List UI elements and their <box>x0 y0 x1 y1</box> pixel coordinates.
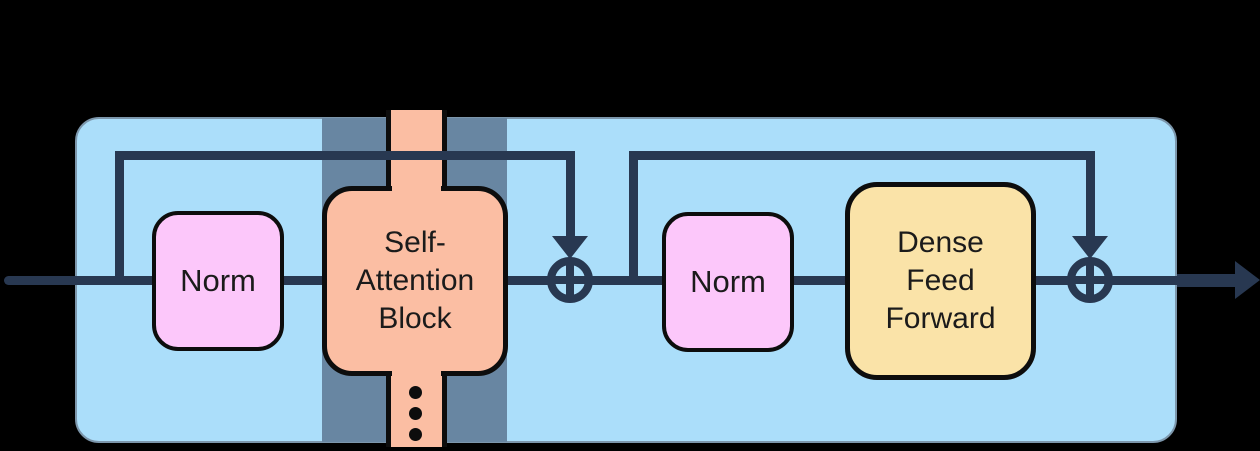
residual2-branch-line <box>629 151 638 281</box>
vertical-ellipsis-icon <box>409 428 422 441</box>
output-line <box>1177 274 1235 287</box>
self-attention-block: Self- Attention Block <box>322 186 508 376</box>
norm-block-1-label: Norm <box>180 263 256 298</box>
residual1-top-line <box>115 151 575 160</box>
arrow-down-icon <box>1072 236 1108 259</box>
residual2-drop-line <box>1086 151 1095 238</box>
residual2-top-line <box>629 151 1095 160</box>
strip-block-junction-top <box>392 184 441 194</box>
dense-feed-forward-label: Dense Feed Forward <box>885 226 996 335</box>
circle-plus-icon <box>547 257 593 303</box>
self-attention-block-label: Self- Attention Block <box>355 226 475 335</box>
arrow-down-icon <box>552 236 588 259</box>
circle-plus-icon <box>1067 257 1113 303</box>
norm-block-2: Norm <box>662 212 794 352</box>
dense-feed-forward-block: Dense Feed Forward <box>845 182 1036 380</box>
vertical-ellipsis-icon <box>409 386 422 399</box>
residual1-branch-line <box>115 151 124 281</box>
norm-block-1: Norm <box>152 211 284 351</box>
strip-block-junction-bottom <box>392 368 441 378</box>
arrow-right-icon <box>1235 261 1260 299</box>
vertical-ellipsis-icon <box>409 407 422 420</box>
norm-block-2-label: Norm <box>690 264 766 299</box>
residual1-drop-line <box>566 151 575 238</box>
